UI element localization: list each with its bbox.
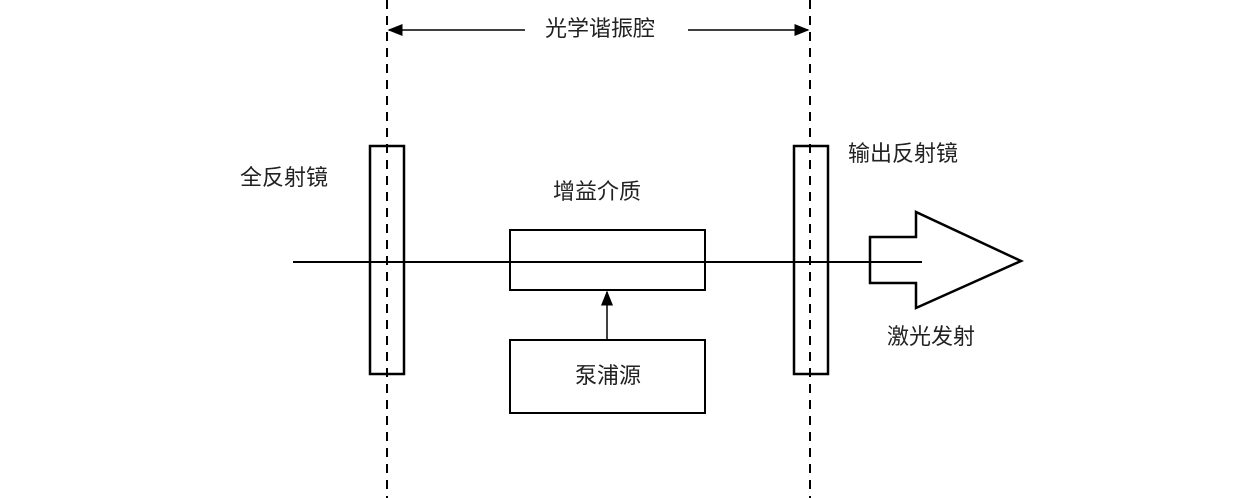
laser-emission-label: 激光发射 [887,325,976,350]
full-reflector-label: 全反射镜 [240,166,329,191]
gain-medium-box [509,229,706,291]
laser-output-arrow [868,210,1025,310]
cavity-label: 光学谐振腔 [545,17,656,42]
pump-source-label: 泵浦源 [575,364,642,389]
output-reflector-label: 输出反射镜 [848,142,959,167]
gain-medium-label: 增益介质 [553,180,642,205]
